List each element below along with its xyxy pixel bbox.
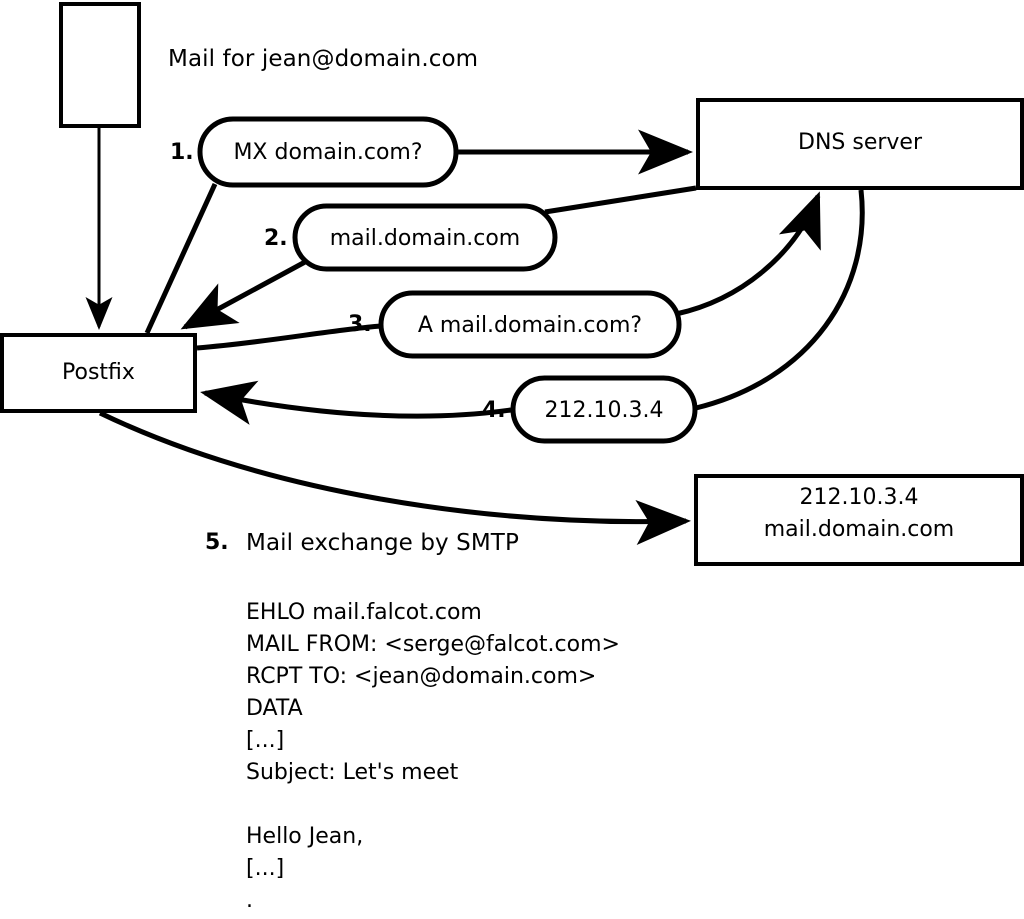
bubble-label-3: A mail.domain.com? — [417, 313, 643, 338]
smtp-transcript-line — [246, 789, 620, 821]
smtp-transcript-line: [...] — [246, 728, 285, 753]
bubble-step-3[interactable] — [378, 290, 682, 359]
node-postfix[interactable] — [0, 333, 197, 413]
connector-dns-to-bubble2 — [544, 185, 697, 215]
smtp-transcript-line: [...] — [246, 856, 285, 881]
step-5-label: Mail exchange by SMTP — [246, 530, 519, 556]
page-title: Mail for jean@domain.com — [168, 46, 479, 72]
step-number-5: 5. — [205, 530, 229, 555]
smtp-transcript-line: EHLO mail.falcot.com — [246, 600, 482, 625]
smtp-transcript-line: MAIL FROM: <serge@falcot.com> — [246, 632, 620, 657]
step-number-3: 3. — [348, 312, 372, 337]
smtp-transcript-line: Hello Jean, — [246, 824, 364, 849]
arrow-bubble2-to-postfix — [180, 259, 307, 330]
bubble-label-4: 212.10.3.4 — [544, 398, 664, 423]
connector-bubble1-to-postfix — [144, 182, 218, 335]
smtp-transcript-line: RCPT TO: <jean@domain.com> — [246, 664, 597, 689]
bubble-step-4[interactable] — [510, 375, 698, 444]
connector-dns-to-bubble4 — [695, 189, 865, 411]
node-label-postfix: Postfix — [62, 360, 135, 385]
node-label-mail-target-ip: 212.10.3.4 — [799, 485, 919, 510]
smtp-transcript-line: Subject: Let's meet — [246, 760, 459, 785]
bubble-label-1: MX domain.com? — [233, 140, 423, 165]
bubble-step-2[interactable] — [292, 203, 558, 272]
smtp-transcript-line: DATA — [246, 696, 303, 721]
step-number-4: 4. — [482, 398, 506, 423]
node-label-dns-server: DNS server — [798, 130, 922, 155]
arrow-bubble4-to-postfix — [200, 380, 512, 425]
connector-postfix-to-bubble3 — [196, 323, 382, 351]
arrow-bubble3-to-dns — [675, 191, 821, 317]
step-number-2: 2. — [264, 226, 288, 251]
bubble-label-2: mail.domain.com — [329, 226, 521, 251]
bubble-step-1[interactable] — [197, 116, 459, 188]
arrow-postfix-to-mailhost — [98, 410, 691, 545]
step-number-1: 1. — [170, 140, 194, 165]
node-dns-server[interactable] — [696, 98, 1024, 190]
node-mail-client[interactable] — [59, 2, 141, 128]
node-mail-target[interactable] — [694, 474, 1024, 566]
node-label-mail-target-host: mail.domain.com — [763, 517, 955, 542]
smtp-transcript-line: . — [246, 888, 253, 913]
